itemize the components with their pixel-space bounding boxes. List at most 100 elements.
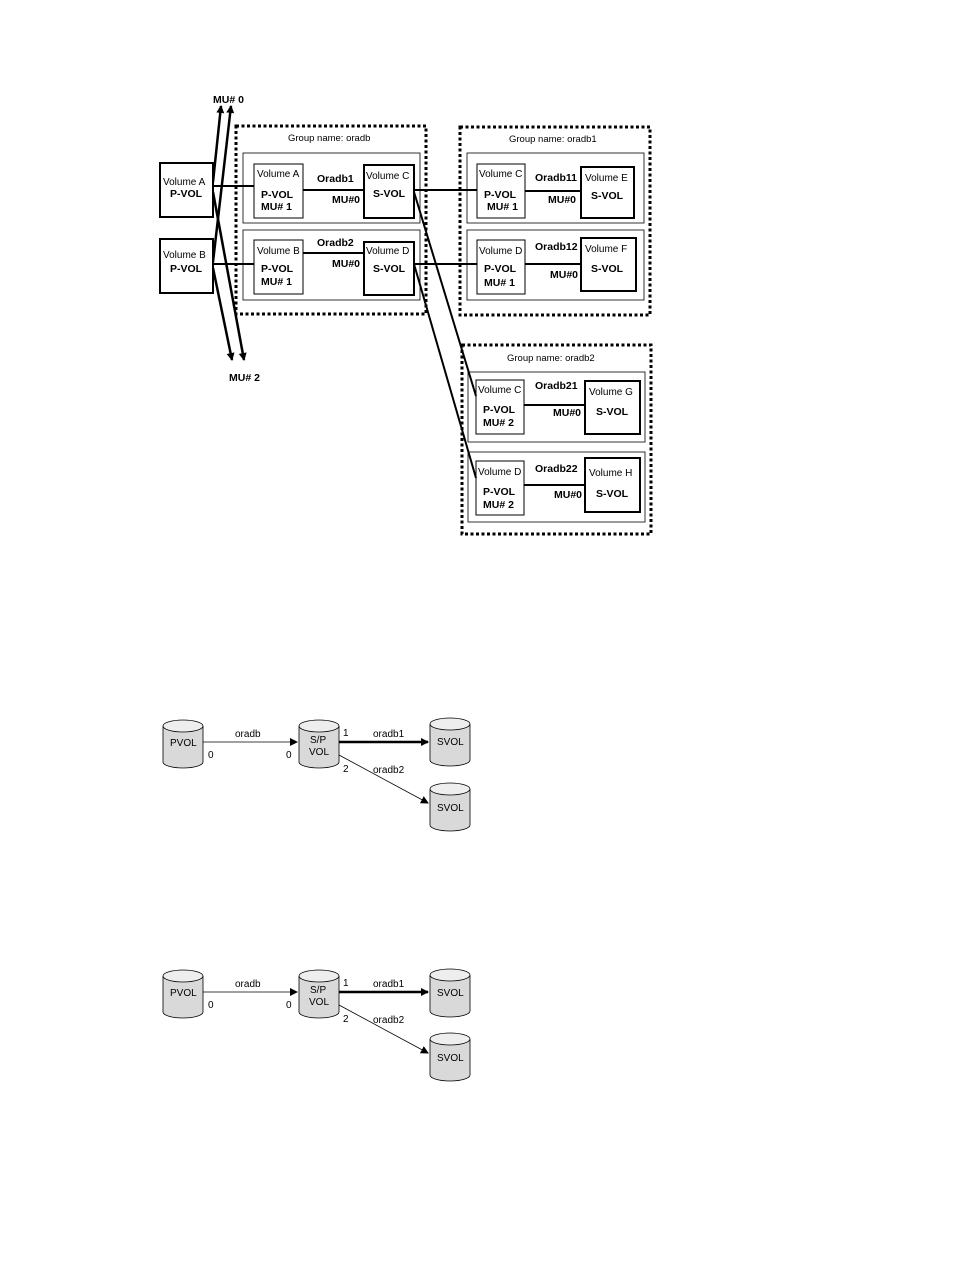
svg-text:Volume C: Volume C [479,169,522,180]
svol-bottom-cylinder: SVOL [429,1032,471,1082]
svol-top-cylinder: SVOL [429,968,471,1018]
svg-text:MU#0: MU#0 [553,407,581,419]
svg-text:S-VOL: S-VOL [596,488,629,500]
svg-text:Volume A: Volume A [257,169,300,180]
svg-text:0: 0 [208,1000,214,1011]
svg-text:0: 0 [208,750,214,761]
svg-text:Volume D: Volume D [366,246,409,257]
svg-text:oradb2: oradb2 [373,765,405,776]
svg-text:oradb1: oradb1 [373,979,405,990]
pair-frame-oradb11 [466,152,645,224]
svg-text:P-VOL: P-VOL [261,189,294,201]
pair-oradb11: Volume C P-VOL MU# 1 Oradb11 MU#0 Volume… [476,163,635,219]
group-oradb2-frame [460,343,653,536]
svg-text:P-VOL: P-VOL [261,263,294,275]
pair-oradb1: Volume A P-VOL MU# 1 Oradb1 MU#0 Volume … [253,163,415,219]
mu0-label: MU# 0 [213,94,244,106]
svg-text:S-VOL: S-VOL [591,190,624,202]
svg-text:oradb1: oradb1 [373,729,405,740]
svg-text:VOL: VOL [309,997,329,1008]
svg-text:SVOL: SVOL [437,737,464,748]
mu-arrows [211,105,247,361]
svg-text:MU# 1: MU# 1 [487,201,518,213]
pvol-cylinder: PVOL [162,969,204,1019]
group-oradb-frame [234,124,428,316]
svg-text:0: 0 [286,750,292,761]
group-oradb1-frame [458,125,652,317]
svg-text:Volume F: Volume F [585,244,627,255]
svg-text:S-VOL: S-VOL [373,188,406,200]
svg-text:Volume H: Volume H [589,468,632,479]
mu2-arrow-b [211,267,235,361]
svg-text:S-VOL: S-VOL [596,406,629,418]
svg-text:SVOL: SVOL [437,1053,464,1064]
svg-text:Volume A: Volume A [163,177,206,188]
group-oradb2-name: Group name: oradb2 [507,353,595,364]
svg-text:SVOL: SVOL [437,803,464,814]
cascade-diagram: MU# 0 MU# 2 Group name: oradb Group name… [159,94,653,536]
svg-text:Oradb2: Oradb2 [317,237,354,249]
svg-text:2: 2 [343,1014,349,1025]
pvol-cylinder: PVOL [162,719,204,769]
svg-text:S/P: S/P [310,985,326,996]
svg-text:oradb2: oradb2 [373,1015,405,1026]
svg-text:Oradb11: Oradb11 [535,172,577,184]
svg-text:MU# 2: MU# 2 [483,417,514,429]
svg-text:Oradb12: Oradb12 [535,241,578,253]
sp-vol-cylinder: S/P VOL [298,969,340,1019]
svg-text:MU# 1: MU# 1 [261,276,292,288]
sp-vol-cylinder: S/P VOL [298,719,340,769]
svg-text:S-VOL: S-VOL [373,263,406,275]
svg-text:Volume D: Volume D [479,246,522,257]
svg-text:P-VOL: P-VOL [170,188,203,200]
svg-text:oradb: oradb [235,979,261,990]
pair-oradb12: Volume D P-VOL MU# 1 Oradb12 MU#0 Volume… [476,237,637,295]
svg-text:MU# 2: MU# 2 [483,499,514,511]
mu0-arrow-b [211,105,235,263]
svg-text:P-VOL: P-VOL [484,189,517,201]
pair-oradb21: Volume C P-VOL MU# 2 Oradb21 MU#0 Volume… [475,379,641,435]
svg-text:2: 2 [343,764,349,775]
svg-text:MU#0: MU#0 [332,194,360,206]
cross-group-links [413,189,477,479]
pair-oradb22: Volume D P-VOL MU# 2 Oradb22 MU#0 Volume… [475,457,641,516]
svg-text:MU#0: MU#0 [332,258,360,270]
pair-frame-oradb1 [242,152,421,224]
group-oradb-name: Group name: oradb [288,133,370,144]
svg-text:MU# 1: MU# 1 [261,201,292,213]
svg-text:0: 0 [286,1000,292,1011]
group-oradb1-name: Group name: oradb1 [509,134,597,145]
svol-bottom-cylinder: SVOL [429,782,471,832]
svg-text:1: 1 [343,978,349,989]
svg-text:S/P: S/P [310,735,326,746]
svg-text:MU#0: MU#0 [550,269,578,281]
svg-text:P-VOL: P-VOL [170,263,203,275]
svg-text:oradb: oradb [235,729,261,740]
mu-diagram-1: PVOL S/P VOL SVOL SVOL oradb oradb1 orad… [162,717,471,832]
svg-text:MU#0: MU#0 [548,194,576,206]
pair-frame-oradb21 [467,371,646,443]
svg-text:PVOL: PVOL [170,738,197,749]
svg-text:S-VOL: S-VOL [591,263,624,275]
svg-text:PVOL: PVOL [170,988,197,999]
svg-text:MU#0: MU#0 [554,489,582,501]
svg-text:Volume B: Volume B [257,246,300,257]
mu0-arrow-a [211,105,225,183]
svg-text:Oradb1: Oradb1 [317,173,354,185]
svg-text:Volume G: Volume G [589,387,633,398]
svg-text:Oradb22: Oradb22 [535,463,578,475]
link-oradb2 [338,1004,429,1054]
svg-text:P-VOL: P-VOL [483,404,516,416]
svol-top-cylinder: SVOL [429,717,471,767]
svg-text:VOL: VOL [309,747,329,758]
mu2-label: MU# 2 [229,372,260,384]
svg-text:1: 1 [343,728,349,739]
svg-text:Volume C: Volume C [366,171,409,182]
svg-text:Volume B: Volume B [163,250,206,261]
volume-a-external: Volume A P-VOL [159,162,214,218]
svg-text:P-VOL: P-VOL [483,486,516,498]
svg-text:Oradb21: Oradb21 [535,380,578,392]
svg-text:Volume D: Volume D [478,467,521,478]
svg-text:Volume E: Volume E [585,173,628,184]
